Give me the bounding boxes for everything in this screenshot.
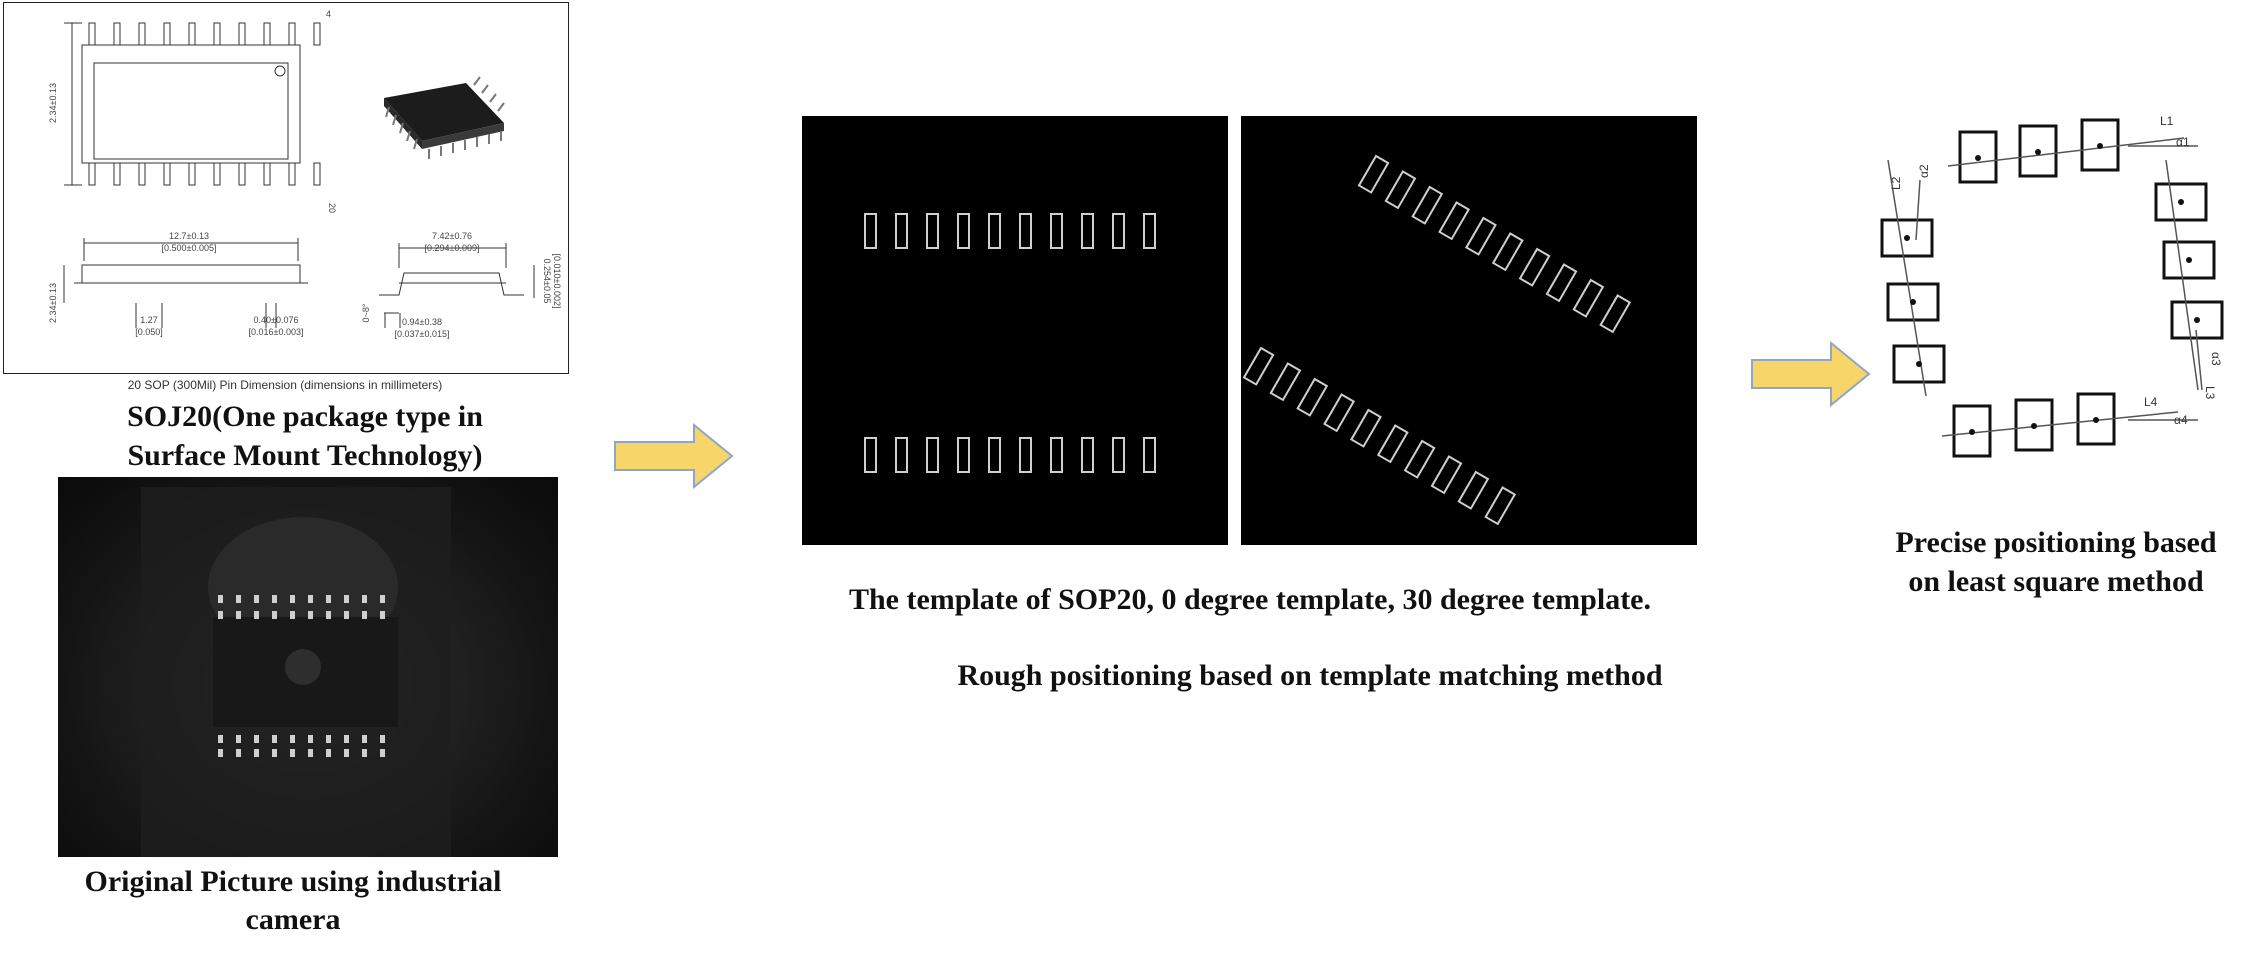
label-a2: α2 — [1917, 164, 1931, 178]
label-l3: L3 — [2203, 386, 2217, 400]
label-l2: L2 — [1889, 176, 1903, 190]
package-title-line1: SOJ20(One package type in — [127, 400, 483, 433]
dim-side-2: 2.34±0.13 — [48, 283, 58, 323]
dim-side-width-inch: [0.294±0.009] — [425, 243, 480, 253]
label-l4: L4 — [2144, 395, 2158, 409]
technical-drawing-svg: 12.7±0.13 [0.500±0.005] 1.27 [0.050] 0.4… — [48, 9, 562, 339]
template-subcaption: Rough positioning based on template matc… — [957, 659, 1663, 692]
camera-image — [58, 477, 558, 857]
chip-3d-icon — [384, 76, 505, 159]
package-title-line2: Surface Mount Technology) — [127, 439, 483, 472]
dim-side-width: 7.42±0.76 — [432, 231, 472, 241]
dim-pitch: 1.27 — [140, 315, 158, 325]
drawing-caption: 20 SOP (300Mil) Pin Dimension (dimension… — [127, 378, 443, 392]
label-a4: α4 — [2174, 413, 2188, 427]
pin-label-top: 4 — [326, 9, 331, 19]
camera-caption-line2: camera — [245, 903, 341, 936]
arrow-right-icon — [614, 422, 734, 490]
label-l1: L1 — [2160, 114, 2174, 128]
dim-lead-width-inch: [0.016±0.003] — [249, 327, 304, 337]
dim-lead-width: 0.40±0.076 — [254, 315, 299, 325]
template-caption: The template of SOP20, 0 degree template… — [848, 583, 1652, 616]
camera-image-svg — [141, 487, 451, 857]
camera-caption-line1: Original Picture using industrial — [84, 865, 502, 898]
template-30-degree — [1241, 116, 1697, 545]
dim-height-inch: [0.010±0.002] — [552, 254, 562, 309]
dim-pitch-inch: [0.050] — [135, 327, 163, 337]
least-square-diagram: L1 α1 L2 α2 L3 α3 L4 α4 — [1880, 114, 2224, 458]
label-a3: α3 — [2209, 352, 2223, 366]
arrow-right-icon-2 — [1751, 340, 1871, 408]
least-square-caption-line2: on least square method — [1908, 565, 2204, 598]
dim-top-width: 12.7±0.13 — [169, 231, 209, 241]
pin-label-bottom: 20 — [327, 203, 337, 213]
dim-foot: 0.94±0.38 — [402, 317, 442, 327]
template-0-degree — [802, 116, 1228, 545]
technical-drawing: 12.7±0.13 [0.500±0.005] 1.27 [0.050] 0.4… — [3, 2, 569, 374]
label-a1: α1 — [2176, 135, 2190, 149]
dim-side: 2.34±0.13 — [48, 83, 58, 123]
template-0-degree-svg — [864, 213, 1156, 473]
dim-height: 0.254±0.05 — [542, 259, 552, 304]
template-30-degree-svg — [1242, 154, 1632, 526]
dim-foot-inch: [0.037±0.015] — [395, 329, 450, 339]
dim-angle: 0~8° — [361, 303, 371, 322]
dim-top-width-inch: [0.500±0.005] — [162, 243, 217, 253]
least-square-caption-line1: Precise positioning based — [1895, 526, 2217, 559]
